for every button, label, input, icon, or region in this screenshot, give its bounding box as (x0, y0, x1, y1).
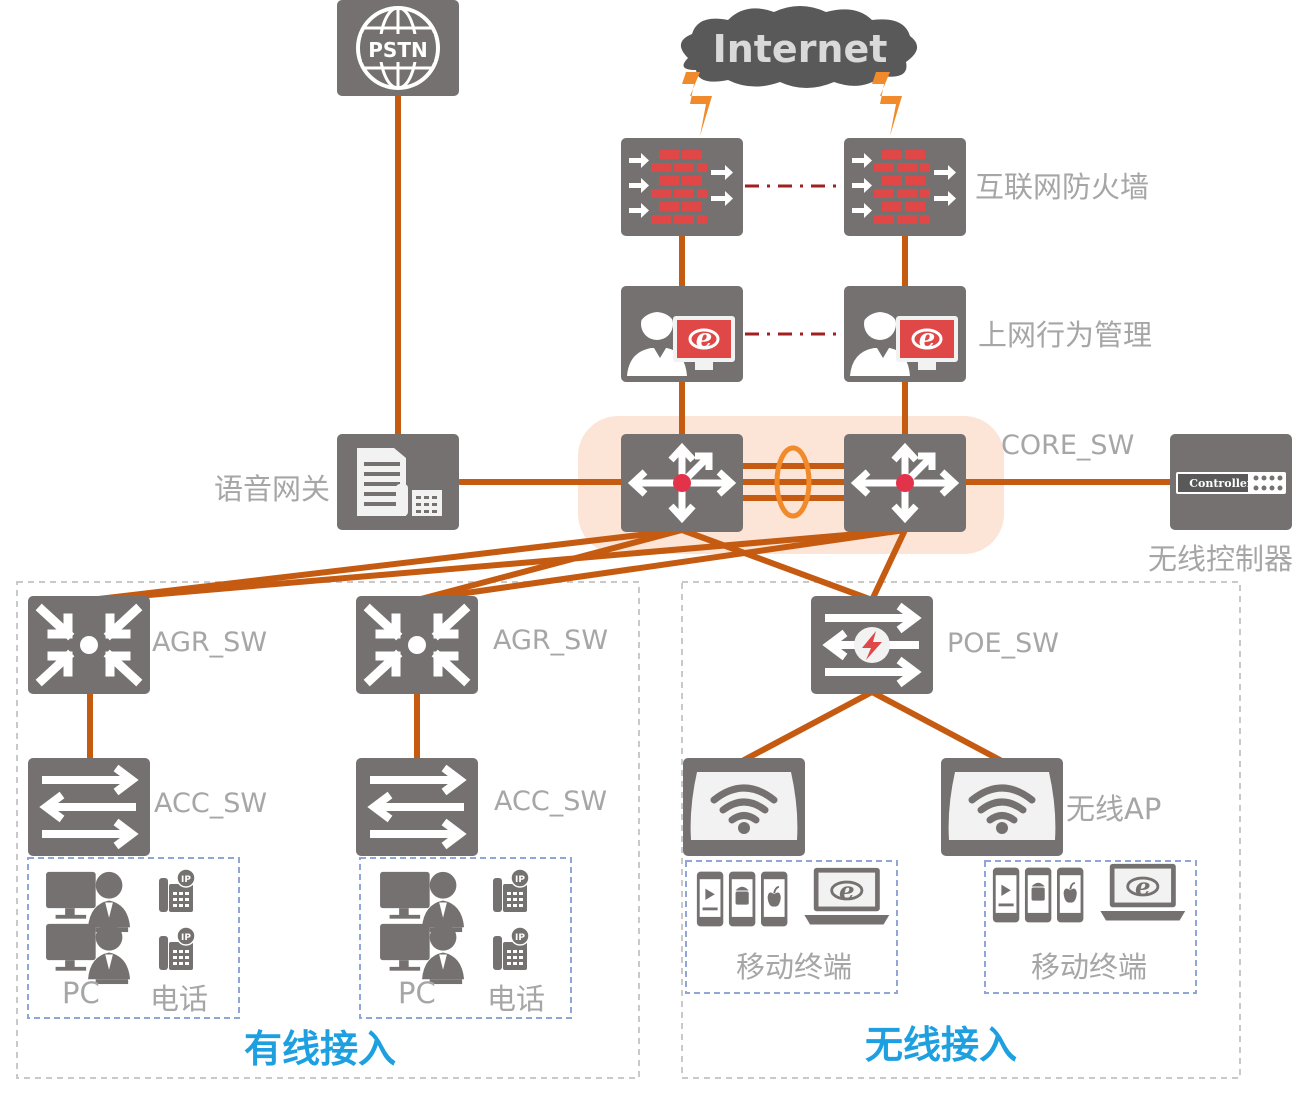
wireless-ap-label: 无线AP (1066, 792, 1162, 826)
ip-phone-icon: IP (492, 868, 530, 913)
wireless-access-title: 无线接入 (865, 1023, 1018, 1067)
mobile-terminal-label-2: 移动终端 (1031, 950, 1148, 984)
mobile-terminals-icon (991, 862, 1187, 924)
firewall-2 (844, 138, 966, 236)
pstn-node: PSTN (337, 0, 459, 96)
voice-gateway-label: 语音网关 (214, 472, 331, 506)
wireless-zone-box (681, 581, 1241, 1079)
pc-icon (380, 871, 465, 933)
endpoint-boxes (27, 857, 1197, 1019)
acc-switch-1 (28, 758, 150, 856)
agr-switch-1-label: AGR_SW (152, 627, 268, 658)
acc-switch-2 (356, 758, 478, 856)
svg-text:IP: IP (515, 875, 525, 885)
lightning-icons (682, 72, 902, 136)
mobile-terminals-icon (695, 866, 891, 928)
voice-gateway (337, 434, 459, 530)
pc-label-2: PC (398, 976, 436, 1010)
behavior-mgmt-2 (844, 286, 966, 382)
firewall-1 (621, 138, 743, 236)
svg-text:IP: IP (181, 875, 191, 885)
controller-text: Controller (1189, 477, 1253, 490)
pstn-label: PSTN (368, 38, 427, 62)
ip-phone-icon: IP (158, 926, 196, 971)
wireless-ap-2 (941, 758, 1063, 856)
internet-label: Internet (713, 27, 888, 71)
wireless-controller: Controller (1170, 434, 1292, 530)
ha-links (745, 184, 842, 336)
wireless-ap-1 (683, 758, 805, 856)
link-aggregation-ring (774, 445, 812, 519)
wired-access-title: 有线接入 (244, 1027, 397, 1071)
behavior-mgmt-1 (621, 286, 743, 382)
mobile-terminal-label-1: 移动终端 (736, 950, 853, 984)
svg-text:IP: IP (181, 933, 191, 943)
svg-text:IP: IP (515, 933, 525, 943)
ip-phone-icon: IP (492, 926, 530, 971)
poe-switch-label: POE_SW (947, 628, 1059, 659)
agr-switch-1 (28, 596, 150, 694)
firewall-label: 互联网防火墙 (975, 170, 1150, 204)
pc-label-1: PC (62, 976, 100, 1010)
core-switch-2 (844, 434, 966, 532)
phone-label-1: 电话 (150, 982, 209, 1016)
core-switch-1 (621, 434, 743, 532)
acc-switch-2-label: ACC_SW (494, 786, 608, 817)
agr-switch-2 (356, 596, 478, 694)
links (87, 92, 1175, 763)
behavior-mgmt-label: 上网行为管理 (978, 318, 1153, 352)
agr-switch-2-label: AGR_SW (493, 625, 609, 656)
acc-switch-1-label: ACC_SW (154, 788, 268, 819)
wireless-controller-label: 无线控制器 (1148, 542, 1294, 576)
ip-phone-icon: IP (158, 868, 196, 913)
phone-label-2: 电话 (487, 982, 546, 1016)
core-switch-label: CORE_SW (1001, 430, 1135, 461)
pc-icon (46, 871, 131, 933)
internet-cloud: Internet (680, 6, 918, 88)
poe-switch (811, 596, 933, 694)
